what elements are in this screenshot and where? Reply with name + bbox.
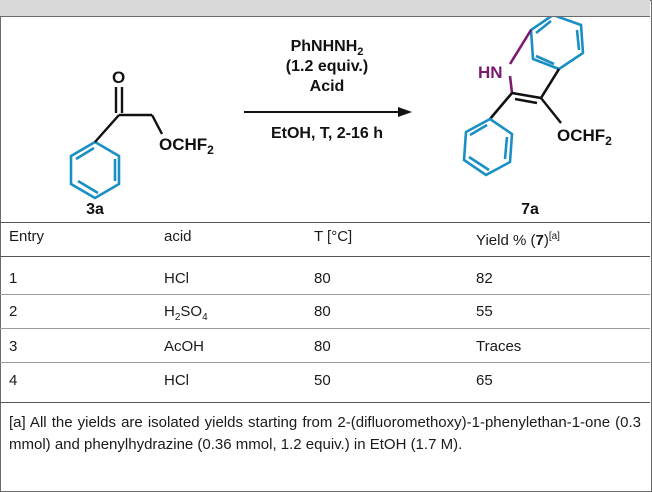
table-footnote: [a] All the yields are isolated yields s… [9,414,641,453]
table-caption-bar [0,0,650,17]
reaction-conditions: EtOH, T, 2-16 h [271,125,383,142]
row-divider [0,362,650,363]
footnote-rule [0,402,650,403]
header-yield: Yield % (7)[a] [476,231,560,249]
product-indole-benzo-ring [529,17,585,71]
row-2-yield: 55 [476,303,493,320]
product-nh: HN [478,63,503,82]
reaction-scheme: O OCHF2 3a PhNHNH2 (1.2 equiv.) Acid EtO… [69,17,612,218]
header-temperature: T [°C] [314,228,353,245]
row-1-yield: 82 [476,270,493,287]
sm-ochf2-group: OCHF2 [159,135,214,157]
row-divider [0,294,650,295]
row-2-temp: 80 [314,303,331,320]
sm-chain [94,87,164,143]
product-indole-pyrrole [508,29,561,105]
row-1-acid: HCl [164,270,189,287]
product-ochf2-group: OCHF2 [557,126,612,148]
product-c-o-bond [540,97,562,124]
header-bottom-rule [0,256,650,257]
row-3-yield: Traces [476,338,522,355]
row-2-entry: 2 [9,303,18,320]
header-top-rule [0,222,650,223]
row-4-entry: 4 [9,372,18,389]
row-2-acid: H2SO4 [164,303,208,323]
row-1-entry: 1 [9,270,18,287]
reagent-phnhnh2: PhNHNH2 [291,38,364,58]
reagent-acid: Acid [310,78,345,95]
sm-compound-label: 3a [86,201,104,218]
row-divider [0,328,650,329]
sm-benzene-ring [69,140,121,200]
row-4-temp: 50 [314,372,331,389]
row-1-temp: 80 [314,270,331,287]
row-4-yield: 65 [476,372,493,389]
row-4-acid: HCl [164,372,189,389]
row-3-temp: 80 [314,338,331,355]
reaction-arrowhead [398,107,412,117]
header-entry: Entry [9,228,45,245]
header-acid: acid [164,228,192,245]
reagent-equiv: (1.2 equiv.) [286,58,368,75]
product-compound-label: 7a [521,201,539,218]
product-phenyl-ring [462,92,514,177]
sm-carbonyl-oxygen: O [112,68,125,87]
row-3-entry: 3 [9,338,18,355]
row-3-acid: AcOH [164,338,205,355]
